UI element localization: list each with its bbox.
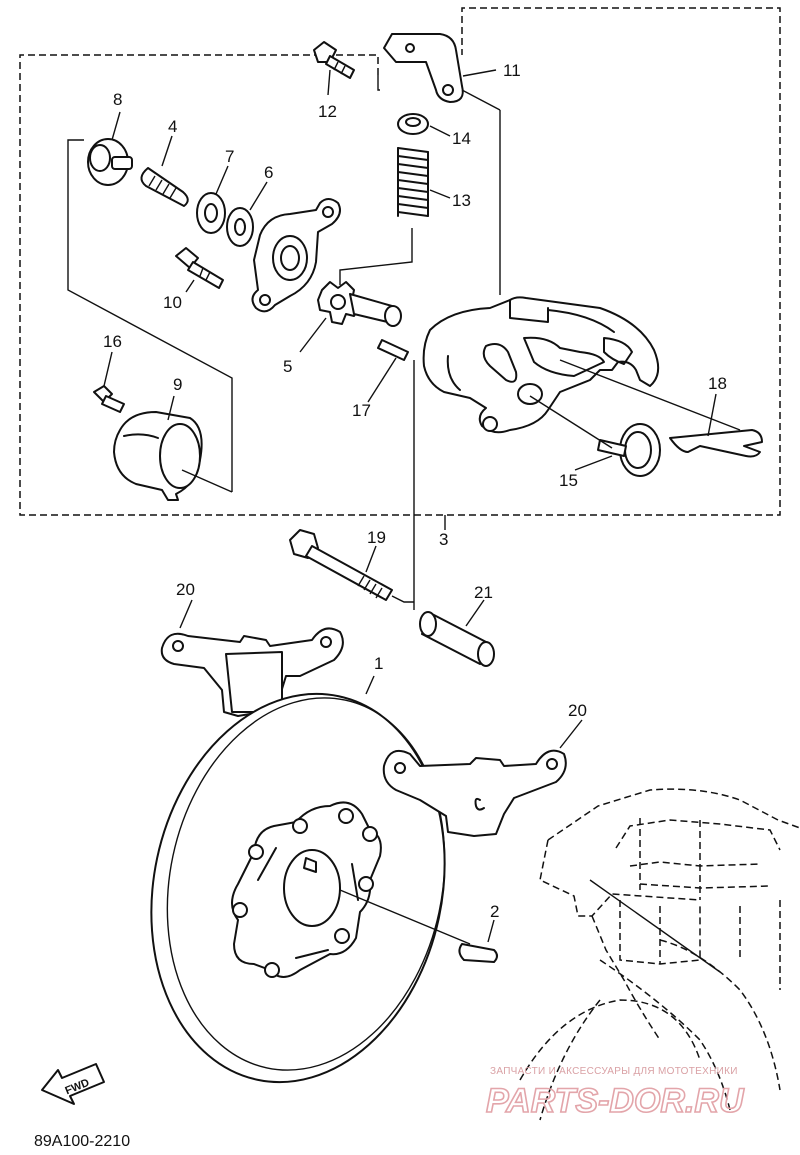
callout-6: 6 — [264, 163, 273, 182]
callout-labels: 1 2 3 4 5 6 7 8 9 10 11 12 13 14 15 16 1… — [103, 61, 727, 921]
part-6-washer — [226, 181, 268, 247]
forward-direction-arrow: FWD — [41, 1063, 105, 1105]
part-5-gear-shaft — [299, 281, 402, 353]
part-15-piston — [529, 395, 661, 477]
callout-2: 2 — [490, 902, 499, 921]
part-2-key — [339, 889, 498, 963]
callout-12: 12 — [318, 102, 337, 121]
watermark: ЗАПЧАСТИ И АКСЕССУАРЫ ДЛЯ МОТОТЕХНИКИ PA… — [485, 1066, 746, 1121]
part-3-caliper-body — [422, 296, 660, 434]
part-18-clip — [559, 359, 763, 458]
part-10-bolt — [175, 247, 224, 293]
part-1-brake-disc — [150, 675, 446, 1084]
part-4-adjuster — [140, 135, 189, 207]
callout-1: 1 — [374, 654, 383, 673]
part-12-bolt — [313, 41, 355, 96]
callout-11: 11 — [503, 61, 521, 80]
callout-17: 17 — [352, 401, 371, 420]
part-11-bracket — [383, 33, 497, 103]
part-9-cap — [113, 395, 233, 501]
callout-10: 10 — [163, 293, 182, 312]
part-16-bolt — [93, 351, 125, 413]
part-17-pin — [367, 339, 409, 403]
callout-15: 15 — [559, 471, 578, 490]
part-14-spring-seat — [397, 113, 451, 137]
callout-13: 13 — [452, 191, 471, 210]
callout-3: 3 — [439, 530, 448, 549]
callout-20-upper: 20 — [176, 580, 195, 599]
part-13-spring — [397, 147, 451, 217]
callout-8: 8 — [113, 90, 122, 109]
drawing-code: 89A100-2210 — [34, 1133, 130, 1150]
part-21-sleeve — [419, 599, 495, 667]
callout-4: 4 — [168, 117, 177, 136]
callout-21: 21 — [474, 583, 493, 602]
callout-16: 16 — [103, 332, 122, 351]
callout-5: 5 — [283, 357, 292, 376]
part-8-knob — [87, 111, 133, 186]
callout-20-lower: 20 — [568, 701, 587, 720]
adjuster-bracket-plate — [251, 198, 341, 313]
part-20-brake-pad-upper — [160, 599, 344, 717]
part-7-spring-washer — [196, 165, 229, 234]
callout-19: 19 — [367, 528, 386, 547]
part-19-long-bolt — [289, 529, 414, 603]
callout-18: 18 — [708, 374, 727, 393]
watermark-tagline: ЗАПЧАСТИ И АКСЕССУАРЫ ДЛЯ МОТОТЕХНИКИ — [490, 1066, 738, 1077]
part-20-brake-pad-lower — [382, 719, 583, 837]
wheel-hub-outline — [519, 788, 800, 1121]
callout-7: 7 — [225, 147, 234, 166]
callout-9: 9 — [173, 375, 182, 394]
watermark-site: PARTS-DOR.RU — [486, 1082, 745, 1120]
callout-14: 14 — [452, 129, 471, 148]
